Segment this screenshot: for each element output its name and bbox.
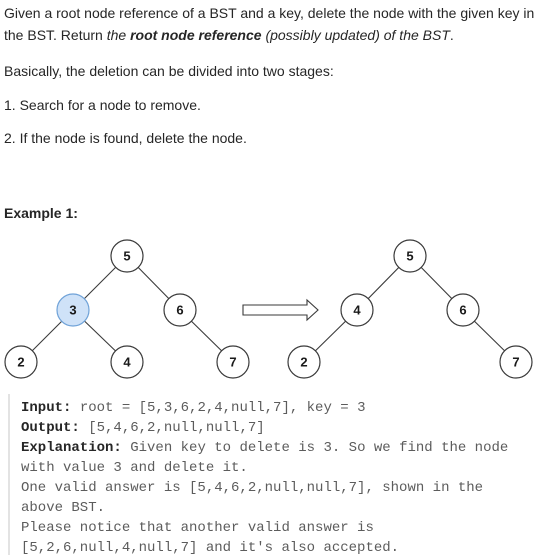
output-line: Output: [5,4,6,2,null,null,7]: [21, 420, 265, 436]
explanation-line: with value 3 and delete it.: [21, 460, 248, 476]
stage-1: 1. Search for a node to remove.: [4, 97, 201, 113]
tree-node: 5: [110, 239, 144, 273]
bst-diagram: 5 3 6 2 4 7 5 4 6 2 7: [4, 239, 533, 379]
tree-node: 7: [499, 345, 533, 379]
explanation-line: [5,2,6,null,4,null,7] and it's also acce…: [21, 540, 400, 556]
transform-arrow: [242, 298, 319, 322]
explanation-line: above BST.: [21, 500, 106, 516]
stages-intro: Basically, the deletion can be divided i…: [4, 63, 334, 79]
node-label: 3: [69, 303, 76, 318]
node-label: 4: [123, 355, 131, 370]
node-label: 6: [176, 303, 183, 318]
node-label: 2: [17, 355, 24, 370]
tree-node: 2: [287, 345, 321, 379]
explanation-line: Please notice that another valid answer …: [21, 520, 374, 536]
node-label: 7: [512, 355, 519, 370]
stage-2: 2. If the node is found, delete the node…: [4, 130, 247, 146]
node-label: 4: [353, 303, 361, 318]
problem-description: Given a root node reference of a BST and…: [4, 5, 535, 43]
tree-node: 4: [110, 345, 144, 379]
input-line: Input: root = [5,3,6,2,4,null,7], key = …: [21, 400, 366, 416]
node-label: 2: [300, 355, 307, 370]
explanation-line: One valid answer is [5,4,6,2,null,null,7…: [21, 480, 484, 496]
tree-node-highlighted: 3: [56, 293, 90, 327]
tree-node: 6: [163, 293, 197, 327]
tree-node: 7: [216, 345, 250, 379]
node-label: 5: [123, 249, 130, 264]
explanation-line: Explanation: Given key to delete is 3. S…: [21, 440, 509, 456]
tree-node: 5: [393, 239, 427, 273]
tree-node: 6: [446, 293, 480, 327]
tree-node: 4: [340, 293, 374, 327]
node-label: 6: [459, 303, 466, 318]
tree-node: 2: [4, 345, 38, 379]
example-code-block: Input: root = [5,3,6,2,4,null,7], key = …: [8, 394, 533, 556]
example-title: Example 1:: [4, 205, 78, 221]
node-label: 5: [406, 249, 413, 264]
node-label: 7: [229, 355, 236, 370]
